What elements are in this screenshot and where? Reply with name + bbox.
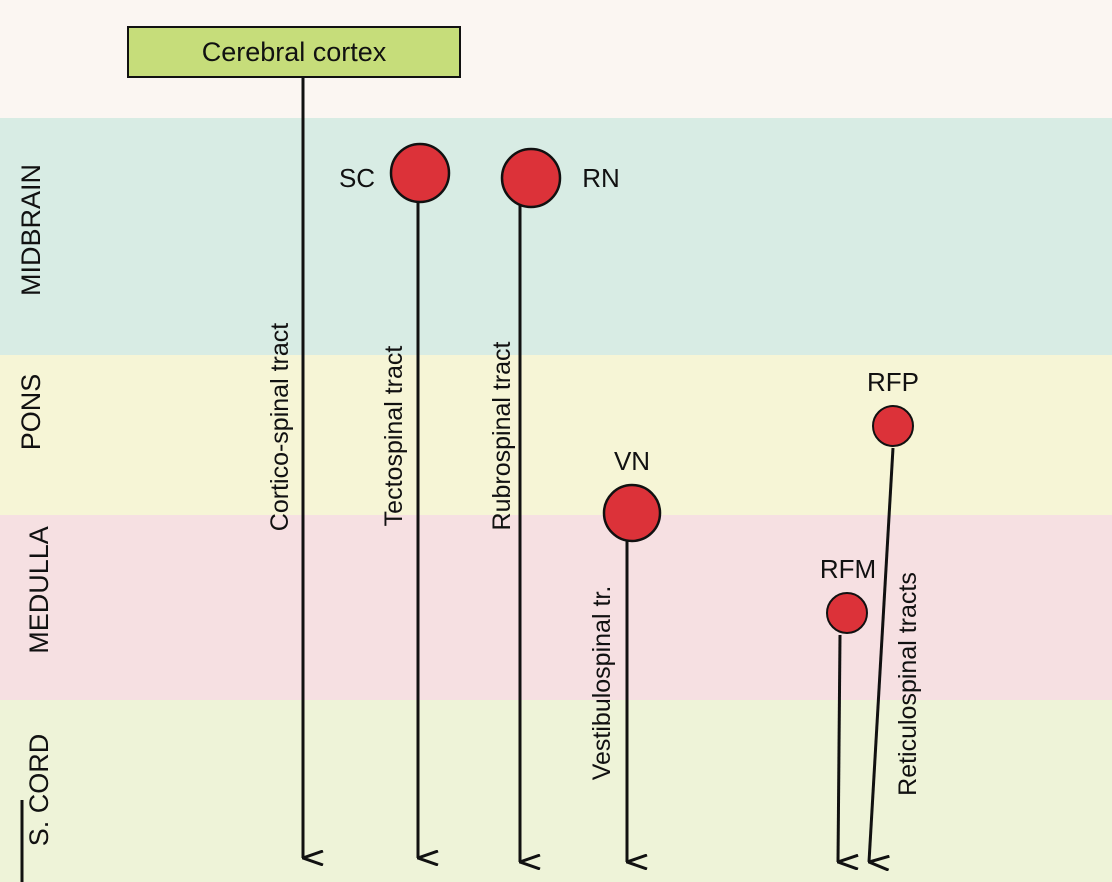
tract-label-reticulospinal: Reticulospinal tracts (894, 572, 922, 796)
spinal-cord-band (0, 700, 1112, 882)
tract-label-corticospinal: Cortico-spinal tract (266, 323, 294, 531)
nucleus-label-rfm: RFM (820, 554, 876, 584)
nucleus-sc (389, 142, 451, 204)
nucleus-vn (602, 483, 662, 543)
pons-band (0, 355, 1112, 515)
tract-label-tectospinal: Tectospinal tract (380, 346, 408, 527)
reticulospinal-medulla-line (836, 634, 840, 862)
cerebral-cortex-label: Cerebral cortex (202, 37, 387, 67)
region-label-midbrain: MIDBRAIN (16, 164, 46, 296)
nucleus-rfm (826, 592, 868, 634)
cerebral-cortex-box (127, 26, 461, 78)
nucleus-rn (500, 147, 562, 209)
tract-label-vestibulospinal: Vestibulospinal tr. (588, 586, 616, 781)
nucleus-label-vn: VN (614, 446, 650, 476)
nucleus-rfp (872, 405, 914, 447)
region-label-pons: PONS (16, 374, 46, 451)
region-label-medulla: MEDULLA (24, 526, 54, 654)
nucleus-label-sc: SC (339, 163, 375, 193)
nucleus-label-rn: RN (582, 163, 620, 193)
tract-label-rubrospinal: Rubrospinal tract (488, 341, 516, 530)
reticulospinal-pons-line (867, 447, 895, 862)
region-label-spinal-cord: S. CORD (24, 734, 54, 847)
medulla-band (0, 515, 1112, 700)
midbrain-band (0, 118, 1112, 355)
nucleus-label-rfp: RFP (867, 367, 919, 397)
